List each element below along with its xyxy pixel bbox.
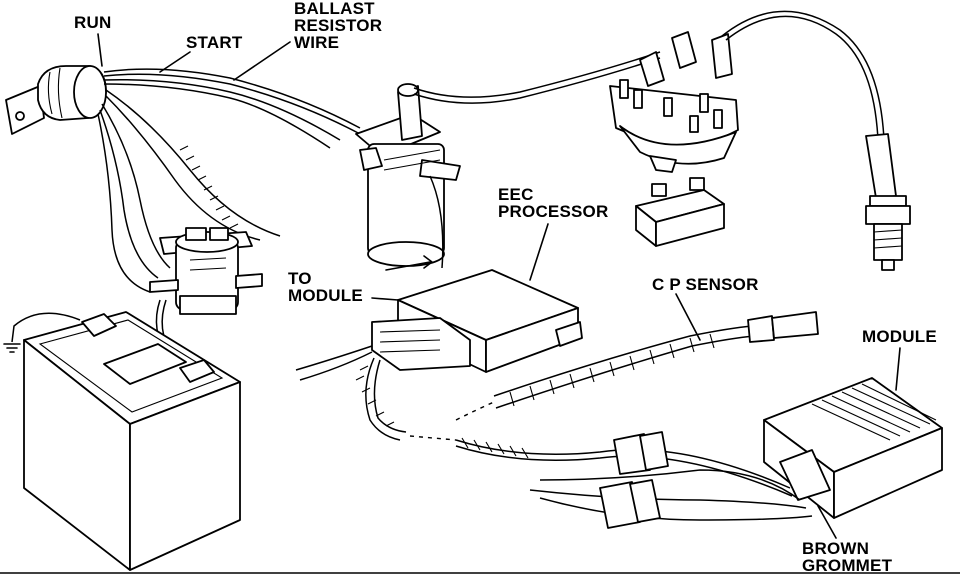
ignition-module — [763, 377, 943, 519]
leader-coil-arrow — [385, 261, 431, 271]
eec-harness — [295, 345, 457, 441]
leader-eec — [529, 223, 549, 281]
leader-brown-grommet — [817, 505, 837, 539]
coil-to-distributor-lead — [413, 51, 661, 98]
label-cp-sensor: C P SENSOR — [652, 275, 759, 294]
leader-run — [97, 33, 103, 67]
label-ballast-resistor-wire: BALLAST RESISTOR WIRE — [294, 0, 383, 52]
module-harness — [455, 431, 813, 529]
connector-block — [635, 177, 725, 247]
leader-module — [895, 347, 901, 391]
leader-to-module — [371, 297, 399, 301]
distributor-cap — [609, 31, 739, 173]
label-to-module: TO MODULE — [288, 269, 363, 305]
starter-relay — [149, 227, 263, 315]
label-start: START — [186, 33, 243, 52]
cp-sensor — [455, 311, 819, 421]
distributor-to-plug-lead — [721, 10, 885, 141]
ignition-switch — [5, 65, 107, 135]
switch-harness — [97, 68, 361, 293]
leader-cp-sensor — [675, 293, 701, 341]
leader-ballast — [233, 41, 291, 81]
label-run: RUN — [74, 13, 112, 32]
label-module: MODULE — [862, 327, 937, 346]
ignition-coil — [355, 83, 461, 267]
coil-lead — [429, 175, 444, 269]
label-brown-grommet: BROWN GROMMET — [802, 539, 893, 575]
leader-lines — [97, 33, 901, 539]
battery — [3, 311, 241, 571]
leader-start — [159, 51, 191, 73]
eec-processor — [371, 269, 583, 373]
label-eec-processor: EEC PROCESSOR — [498, 185, 609, 221]
spark-plug — [865, 133, 911, 271]
